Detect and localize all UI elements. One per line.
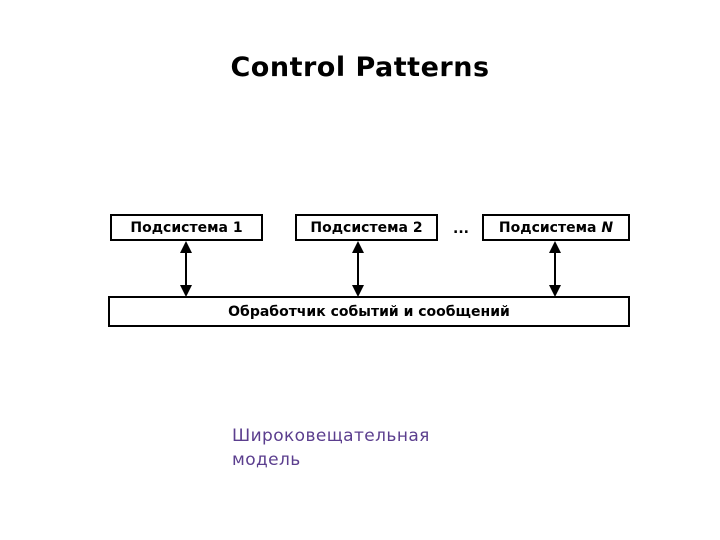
- connector-arrow-subsystem-n: [549, 241, 561, 297]
- diagram-caption-line-2: модель: [232, 450, 301, 470]
- connector-arrow-subsystem-2: [352, 241, 364, 297]
- subsystem-box-n[interactable]: Подсистема N: [482, 214, 630, 241]
- subsystem-label-n-index: N: [601, 219, 614, 236]
- ellipsis-separator: ...: [453, 221, 469, 237]
- diagram-caption: Широковещательная модель: [232, 424, 532, 472]
- subsystem-label-n-prefix: Подсистема: [498, 219, 602, 236]
- subsystem-label-1: Подсистема 1: [130, 219, 243, 236]
- subsystem-label-n: Подсистема N: [499, 220, 613, 236]
- connector-arrow-subsystem-1: [180, 241, 192, 297]
- page-title: Control Patterns: [230, 52, 490, 83]
- subsystem-box-2[interactable]: Подсистема 2: [295, 214, 438, 241]
- event-message-handler-box[interactable]: Обработчик событий и сообщений: [108, 296, 630, 327]
- event-message-handler-label: Обработчик событий и сообщений: [228, 303, 510, 320]
- diagram-caption-line-1: Широковещательная: [232, 426, 430, 446]
- subsystem-label-2: Подсистема 2: [310, 219, 423, 236]
- subsystem-box-1[interactable]: Подсистема 1: [110, 214, 263, 241]
